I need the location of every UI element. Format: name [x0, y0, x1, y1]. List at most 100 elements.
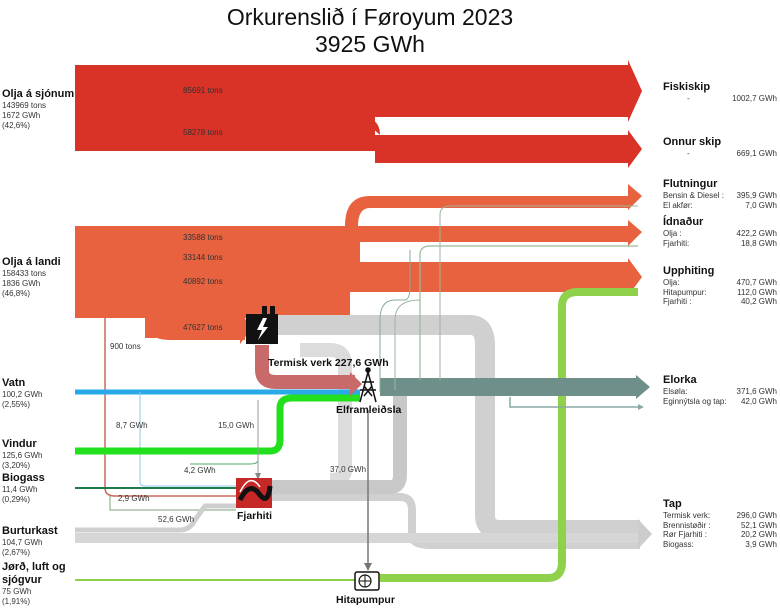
arrow-elorka — [636, 375, 650, 399]
source-name: Burturkast — [2, 525, 58, 537]
source-line: (46,8%) — [2, 289, 31, 298]
source-vindur: Vindur 125,6 GWh (3,20%) — [2, 438, 42, 471]
source-name: Vindur — [2, 438, 37, 450]
dest-name: Flutningur — [663, 178, 718, 190]
flow-label: 40892 tons — [183, 277, 223, 286]
flow-oil-land — [75, 184, 642, 344]
source-burturkast: Burturkast 104,7 GWh (2,67%) — [2, 525, 58, 558]
source-olja-sjonum: Olja á sjónum 143969 tons 1672 GWh (42,6… — [2, 88, 74, 131]
dest-row: El akfør:7,0 GWh — [663, 200, 777, 210]
flow-elorka — [380, 378, 638, 396]
dest-row: Eginnýtsla og tap:42,0 GWh — [663, 396, 777, 406]
dest-row: Termisk verk:296,0 GWh — [663, 511, 777, 520]
arrow-flutningur — [628, 184, 642, 210]
flow-oil-sea — [75, 60, 642, 168]
source-line: (3,20%) — [2, 461, 31, 470]
dest-row: Bensin & Diesel :395,9 GWh — [663, 191, 777, 200]
node-fjarhiti: Fjarhiti — [237, 510, 273, 522]
source-name: Olja á sjónum — [2, 88, 75, 100]
factory-icon — [246, 306, 278, 344]
source-line: 125,6 GWh — [2, 451, 43, 460]
source-line: 158433 tons — [2, 269, 47, 278]
source-biogass: Biogass 11,4 GWh (0,29%) — [2, 472, 45, 505]
arrow-fiskiskip — [628, 60, 642, 122]
source-line: 143969 tons — [2, 101, 47, 110]
oil-sea-trunk — [75, 117, 375, 151]
flow-label: 52,6 GWh — [158, 515, 195, 524]
source-name: Vatn — [2, 377, 26, 389]
arrow-idnadur — [628, 220, 642, 246]
flow-label: 8,7 GWh — [116, 421, 148, 430]
source-line: (2,67%) — [2, 548, 31, 557]
flow-label: 33144 tons — [183, 253, 223, 262]
flow-hitapumpur-upphiting — [380, 288, 638, 582]
dest-row: Fjarhiti :40,2 GWh — [663, 297, 777, 307]
dest-elorka: Elorka Elsøla:371,6 GWh Eginnýtsla og ta… — [663, 374, 777, 406]
dest-row: -669,1 GWh — [687, 149, 777, 158]
dest-row: Fjarhiti:18,8 GWh — [663, 238, 777, 248]
node-termisk-verk: Termisk verk 227,6 GWh — [268, 357, 389, 369]
flow-label: 85691 tons — [183, 86, 223, 95]
flow-termisk-elfram — [255, 345, 355, 389]
dest-row: Hitapumpur:112,0 GWh — [663, 287, 777, 297]
source-jord: Jørð, luft og sjógvur 75 GWh (1,91%) — [2, 561, 72, 607]
source-line: 1836 GWh — [2, 279, 41, 288]
source-line: 75 GWh — [2, 587, 32, 596]
fjarhiti-logo-icon — [236, 478, 273, 508]
source-line: (0,29%) — [2, 495, 31, 504]
arrow-onnur-skip — [628, 130, 642, 168]
diagram-total: 3925 GWh — [315, 31, 425, 57]
source-line: (1,91%) — [2, 597, 31, 606]
dest-onnur-skip: Onnur skip -669,1 GWh — [663, 136, 777, 159]
flow-label: 37,0 GWh — [330, 465, 367, 474]
heat-pump-icon — [354, 571, 380, 591]
node-hitapumpur: Hitapumpur — [336, 594, 395, 606]
flow-losses — [75, 315, 652, 549]
flow-label: 58278 tons — [183, 128, 223, 137]
source-name: Jørð, luft og sjógvur — [2, 561, 66, 586]
source-name: Olja á landi — [2, 256, 61, 268]
source-line: 104,7 GWh — [2, 538, 43, 547]
source-line: 100,2 GWh — [2, 390, 43, 399]
dest-name: Fiskiskip — [663, 81, 711, 93]
dest-row: -1002,7 GWh — [687, 94, 777, 103]
flow-label: 33588 tons — [183, 233, 223, 242]
flow-label: 900 tons — [110, 342, 141, 351]
dest-tap: Tap Termisk verk:296,0 GWh Brennistøðir … — [663, 498, 777, 549]
dest-flutningur: Flutningur Bensin & Diesel :395,9 GWh El… — [663, 178, 777, 210]
dest-idnadur: Ídnaður Olja :422,2 GWh Fjarhiti:18,8 GW… — [663, 216, 777, 248]
source-line: (2,55%) — [2, 400, 31, 409]
node-elframleidsla: Elframleiðsla — [336, 404, 402, 416]
dest-name: Upphiting — [663, 265, 715, 277]
source-name: Biogass — [2, 472, 45, 484]
flow-label: 15,0 GWh — [218, 421, 255, 430]
dest-row: Olja:470,7 GWh — [663, 278, 777, 287]
arrow-upphiting — [628, 258, 642, 296]
dest-row: Biogass:3,9 GWh — [663, 539, 777, 549]
source-line: 1672 GWh — [2, 111, 41, 120]
flow-label: 47627 tons — [183, 323, 223, 332]
source-line: 11,4 GWh — [2, 485, 38, 494]
dest-row: Elsøla:371,6 GWh — [663, 387, 777, 396]
flow-wind — [75, 394, 360, 455]
dest-name: Elorka — [663, 374, 697, 386]
dest-name: Tap — [663, 498, 682, 510]
arrow-tap — [638, 519, 652, 549]
dest-name: Ídnaður — [663, 216, 704, 228]
dest-row: Brennistøðir :52,1 GWh — [663, 520, 777, 530]
dest-upphiting: Upphiting Olja:470,7 GWh Hitapumpur:112,… — [663, 265, 777, 307]
flow-burturkast — [75, 503, 236, 533]
diagram-title: Orkurenslið í Føroyum 2023 — [226, 4, 514, 30]
pylon-icon — [359, 367, 377, 403]
flow-label: 2,9 GWh — [118, 494, 150, 503]
dest-row: Rør Fjarhiti :20,2 GWh — [663, 530, 777, 540]
flow-label: 4,2 GWh — [184, 466, 216, 475]
source-olja-landi: Olja á landi 158433 tons 1836 GWh (46,8%… — [2, 256, 61, 299]
oil-sea-fiskiskip-band — [75, 65, 630, 117]
dest-name: Onnur skip — [663, 136, 722, 148]
dest-fiskiskip: Fiskiskip -1002,7 GWh — [663, 81, 777, 104]
dest-row: Olja :422,2 GWh — [663, 229, 777, 238]
source-vatn: Vatn 100,2 GWh (2,55%) — [2, 377, 42, 410]
source-line: (42,6%) — [2, 121, 31, 130]
